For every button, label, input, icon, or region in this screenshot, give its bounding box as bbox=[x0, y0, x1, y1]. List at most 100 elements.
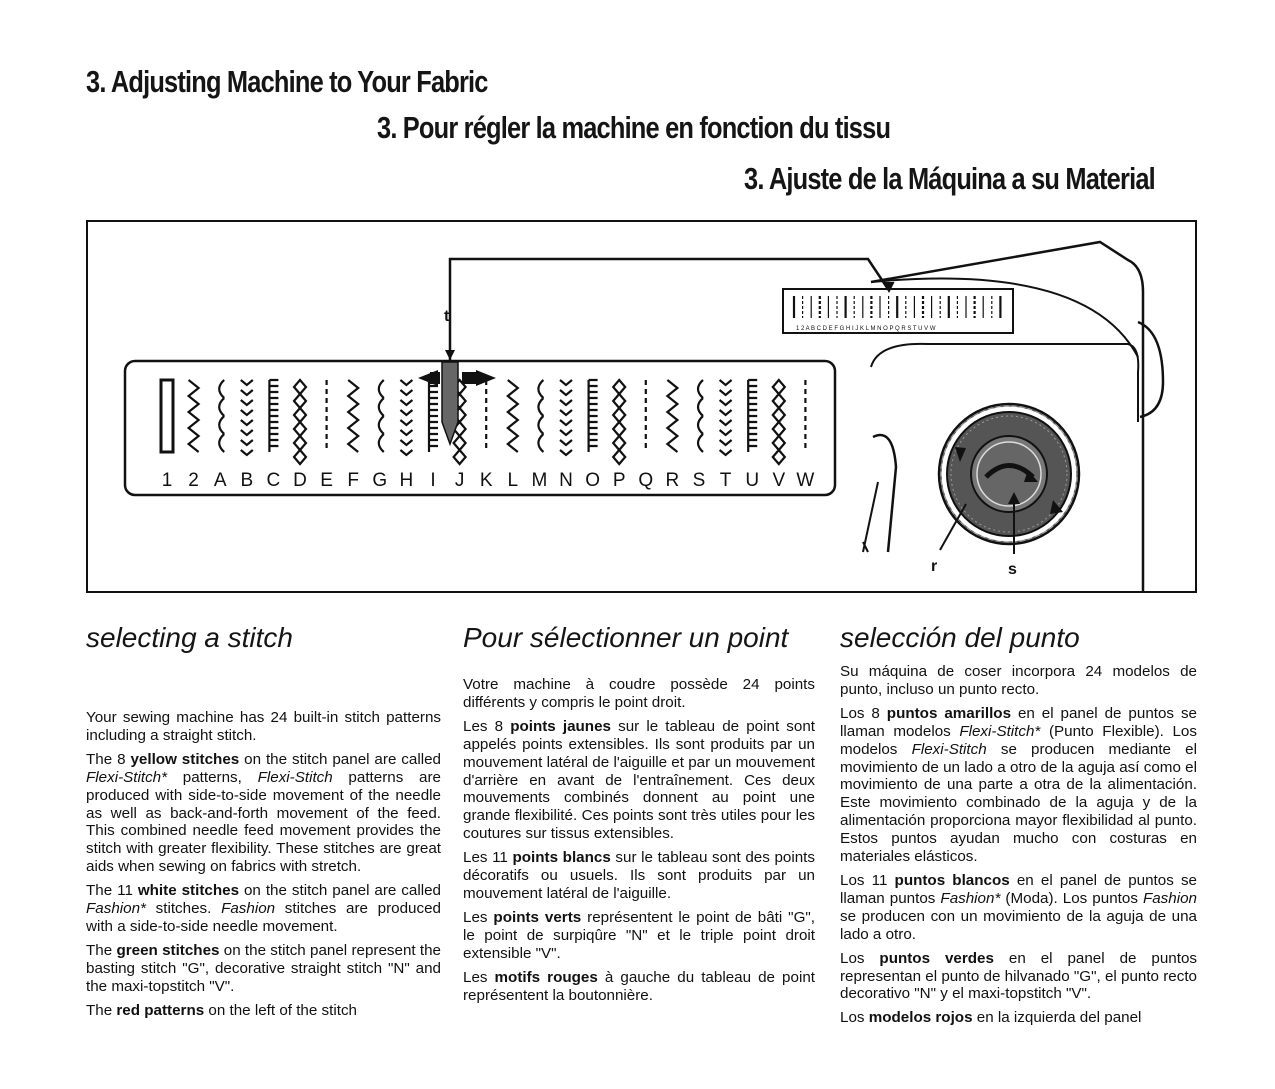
stitch-label-F: F bbox=[347, 470, 359, 491]
pointer-arrow-left-shaft bbox=[430, 372, 440, 384]
column-spanish: selección del punto Su máquina de coser … bbox=[840, 622, 1197, 1033]
paragraph-es-1: Su máquina de coser incorpora 24 modelos… bbox=[840, 663, 1197, 698]
paragraph-en-4: The green stitches on the stitch panel r… bbox=[86, 941, 441, 995]
dial-arrow-down bbox=[1050, 500, 1063, 514]
stitch-glyph-V bbox=[771, 378, 787, 466]
stitch-label-E: E bbox=[320, 470, 333, 491]
stitch-label-R: R bbox=[666, 470, 680, 491]
dial-housing-inner-edge bbox=[940, 405, 1078, 543]
callout-t: t bbox=[444, 308, 450, 325]
paragraph-en-2: The 8 yellow stitches on the stitch pane… bbox=[86, 750, 441, 876]
stitch-glyph-C bbox=[268, 378, 279, 452]
paragraph-fr-2: Les 8 points jaunes sur le tableau de po… bbox=[463, 717, 815, 843]
stitch-glyph-B bbox=[240, 379, 254, 457]
paragraph-es-2: Los 8 puntos amarillos en el panel de pu… bbox=[840, 704, 1197, 866]
stitch-label-A: A bbox=[214, 470, 227, 491]
stitch-label-S: S bbox=[693, 470, 706, 491]
illustration-drawing: 1 2 A B C D E F G H I J K L M N O P Q R … bbox=[123, 240, 1165, 591]
heading-spanish: selección del punto bbox=[840, 622, 1080, 653]
paragraph-en-5: The red patterns on the left of the stit… bbox=[86, 1001, 357, 1019]
leader-line bbox=[448, 257, 890, 364]
callout-s: s bbox=[1008, 561, 1017, 578]
paragraph-es-4: Los puntos verdes en el panel de puntos … bbox=[840, 949, 1197, 1003]
title-english: 3. Adjusting Machine to Your Fabric bbox=[86, 64, 488, 99]
mini-stitch-glyphs bbox=[792, 296, 1002, 318]
stitch-glyphs bbox=[159, 378, 807, 466]
stitch-glyph-P bbox=[611, 378, 627, 466]
stitch-glyph-H bbox=[399, 379, 414, 457]
paragraph-fr-1: Votre machine à coudre possède 24 points… bbox=[463, 676, 815, 711]
callout-t-arrow bbox=[445, 350, 455, 360]
stitch-glyph-G bbox=[377, 379, 385, 453]
callout-r-line bbox=[939, 503, 967, 551]
stitch-label-N: N bbox=[559, 470, 573, 491]
stitch-glyph-M bbox=[537, 379, 545, 453]
paragraph-en-3: The 11 white stitches on the stitch pane… bbox=[86, 882, 441, 935]
heading-french: Pour sélectionner un point bbox=[463, 622, 789, 653]
stitch-glyph-O bbox=[587, 378, 598, 452]
stitch-label-J: J bbox=[455, 470, 465, 491]
machine-arm-tick bbox=[862, 541, 869, 553]
stitch-label-B: B bbox=[240, 470, 253, 491]
mini-panel-labels: 1 2 A B C D E F G H I J K L M N O P Q R … bbox=[796, 326, 936, 332]
dial-housing-texture bbox=[940, 405, 1078, 543]
stitch-label-K: K bbox=[480, 470, 493, 491]
title-french: 3. Pour régler la machine en fonction du… bbox=[377, 110, 891, 145]
dial-arrow-up bbox=[955, 447, 966, 462]
stitch-label-P: P bbox=[613, 470, 626, 491]
dial-grip-texture bbox=[950, 415, 1068, 533]
machine-arm-curve bbox=[872, 433, 898, 553]
paragraph-fr-3: Les 11 points blancs sur le tableau sont… bbox=[463, 849, 815, 902]
paragraph-fr-4: Les points verts représentent le point d… bbox=[463, 908, 815, 962]
heading-english: selecting a stitch bbox=[86, 622, 293, 653]
stitch-glyph-A bbox=[218, 379, 225, 453]
paragraph-fr-5: Les motifs rouges à gauche du tableau de… bbox=[463, 968, 815, 1004]
stitch-glyph-T bbox=[718, 379, 733, 457]
machine-top-curve bbox=[870, 277, 1139, 358]
stitch-glyph-S bbox=[696, 379, 704, 453]
stitch-label-V: V bbox=[772, 470, 785, 491]
callout-s-arrow bbox=[1008, 492, 1020, 504]
dial-center-ring bbox=[976, 441, 1042, 507]
stitch-glyph-U bbox=[747, 378, 758, 452]
pointer-arrow-right bbox=[476, 370, 496, 386]
callout-r: r bbox=[931, 558, 937, 575]
stitch-glyph-J bbox=[452, 378, 468, 466]
paragraph-en-1: Your sewing machine has 24 built-in stit… bbox=[86, 709, 441, 744]
dial-rotate-arrowhead bbox=[1024, 470, 1038, 482]
handwheel-edge bbox=[1137, 320, 1165, 419]
stitch-label-U: U bbox=[745, 470, 759, 491]
pointer-arrow-right-shaft bbox=[462, 372, 476, 384]
stitch-pointer bbox=[441, 361, 459, 447]
stitch-label-I: I bbox=[430, 470, 435, 491]
column-french: Pour sélectionner un point Votre machine… bbox=[463, 622, 815, 1010]
stitch-glyph-R bbox=[665, 379, 680, 453]
stitch-glyph-N bbox=[559, 379, 573, 457]
paragraph-es-3: Los 11 puntos blancos en el panel de pun… bbox=[840, 871, 1197, 943]
stitch-glyph-2 bbox=[186, 379, 201, 453]
machine-arm-line bbox=[862, 481, 879, 553]
stitch-label-T: T bbox=[720, 470, 732, 491]
stitch-glyph-1 bbox=[159, 378, 175, 454]
stitch-label-2: 2 bbox=[188, 470, 199, 491]
machine-illustration: 1 2 A B C D E F G H I J K L M N O P Q R … bbox=[86, 220, 1197, 593]
stitch-label-O: O bbox=[585, 470, 600, 491]
panel-housing bbox=[870, 342, 1140, 422]
stitch-label-Q: Q bbox=[638, 470, 653, 491]
stitch-label-H: H bbox=[400, 470, 414, 491]
column-english: selecting a stitch Your sewing machine h… bbox=[86, 622, 441, 1026]
stitch-label-L: L bbox=[508, 470, 519, 491]
stitch-label-M: M bbox=[531, 470, 547, 491]
paragraph-es-5: Los modelos rojos en la izquierda del pa… bbox=[840, 1009, 1142, 1027]
title-spanish: 3. Ajuste de la Máquina a su Material bbox=[744, 161, 1156, 196]
stitch-glyph-D bbox=[292, 378, 308, 466]
stitch-label-1: 1 bbox=[162, 470, 173, 491]
stitch-label-C: C bbox=[267, 470, 281, 491]
stitch-glyph-F bbox=[346, 379, 360, 453]
stitch-label-W: W bbox=[796, 470, 814, 491]
leader-arrowhead bbox=[882, 281, 895, 294]
stitch-label-G: G bbox=[372, 470, 387, 491]
stitch-glyph-L bbox=[506, 379, 520, 453]
stitch-label-D: D bbox=[293, 470, 307, 491]
